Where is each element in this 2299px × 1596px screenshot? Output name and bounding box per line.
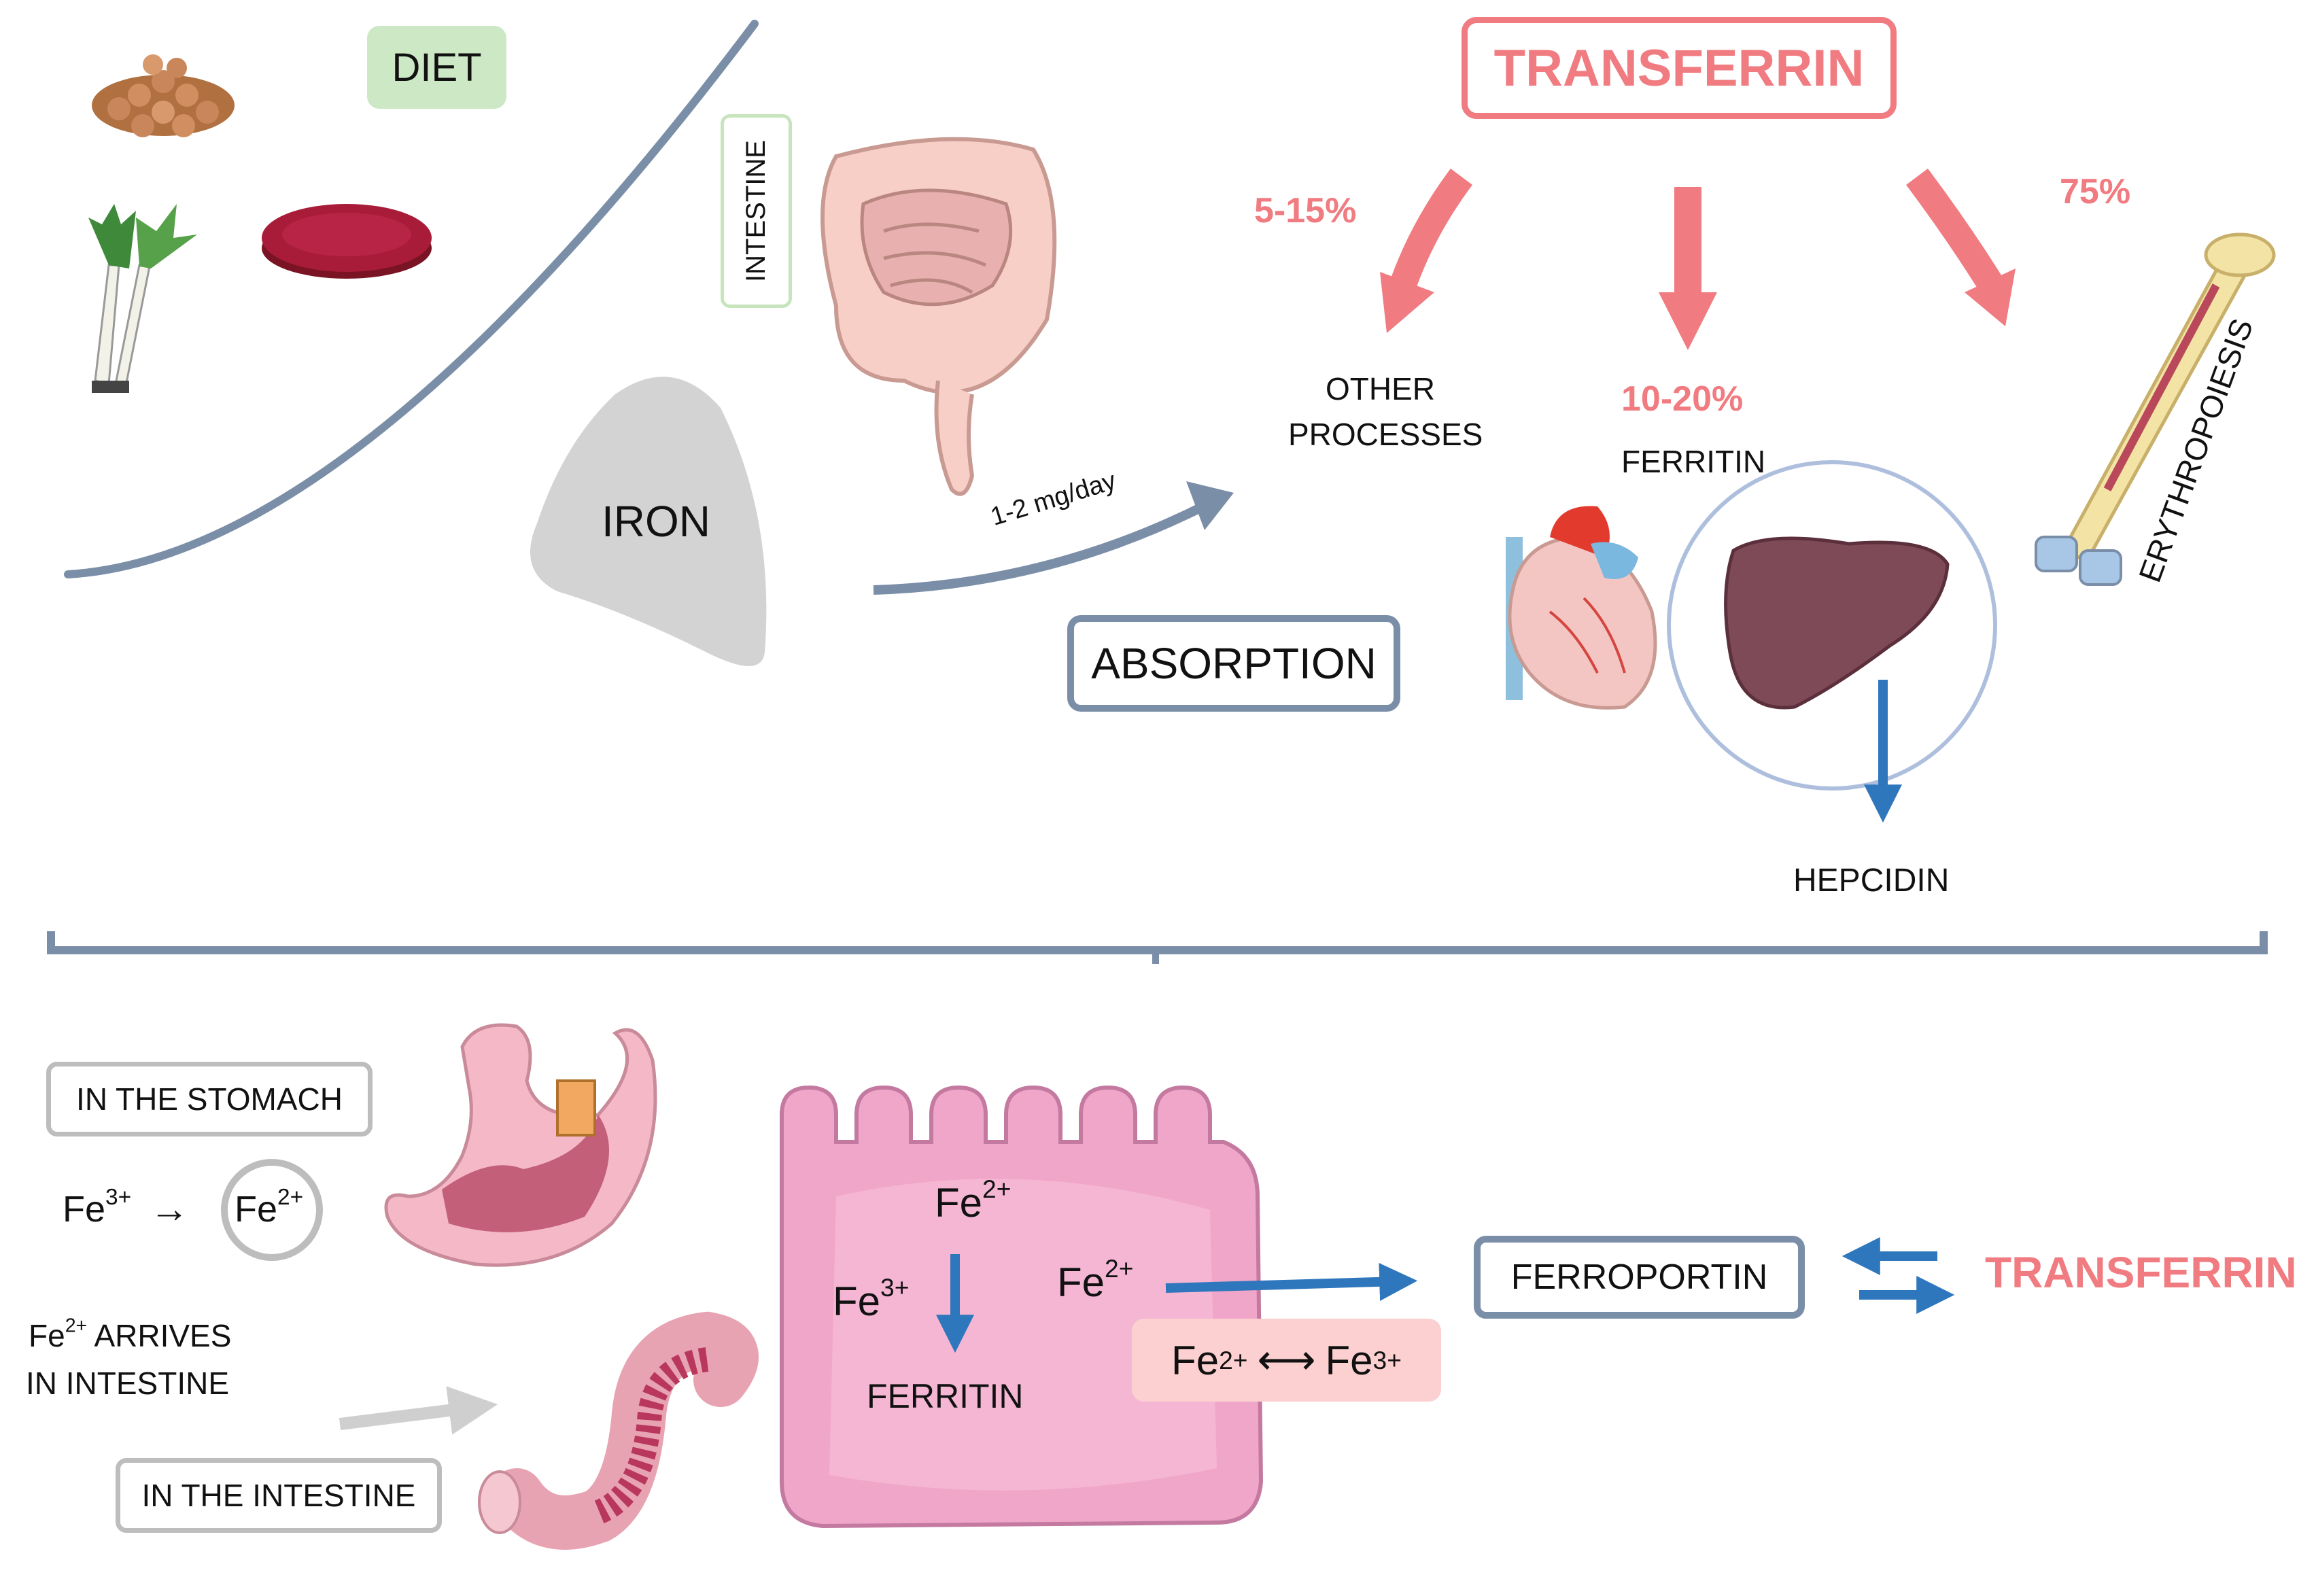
absorption-label: ABSORPTION <box>1091 639 1377 688</box>
arrow-to-other-processes <box>1387 169 1473 297</box>
enterocyte-cell <box>780 1085 1264 1529</box>
lentils-illustration <box>92 54 235 137</box>
ferritin-top-label: FERRITIN <box>1621 444 1766 479</box>
intestine-illustration <box>820 137 1057 496</box>
redox-arrow: ⟷ <box>1257 1337 1316 1383</box>
arrives-line1: Fe2+ ARRIVES <box>29 1315 232 1354</box>
cell-fe2-top-charge: 2+ <box>982 1175 1012 1204</box>
cell-fe2-top: Fe2+ <box>935 1177 1011 1226</box>
arrives-charge: 2+ <box>65 1315 88 1337</box>
arrives-rest: ARRIVES <box>94 1318 232 1353</box>
heart-illustration <box>1506 506 1657 710</box>
absorption-arrowhead <box>1186 481 1234 530</box>
absorption-box: ABSORPTION <box>1067 615 1400 712</box>
stomach-box: IN THE STOMACH <box>46 1062 373 1137</box>
leek-illustration <box>88 204 197 393</box>
ferroportin-box: FERROPORTIN <box>1474 1236 1805 1319</box>
small-intestine-illustration <box>478 1311 759 1550</box>
diet-label: DIET <box>392 45 482 90</box>
stomach-fe3-base: Fe <box>63 1189 106 1230</box>
cell-fe2-top-base: Fe <box>935 1180 983 1226</box>
liver-circle <box>1667 460 1997 791</box>
intestine-tag-label: INTESTINE <box>741 140 771 282</box>
iron-blob <box>530 377 767 666</box>
stomach-fe3: Fe3+ <box>63 1184 132 1230</box>
intestine-tag: INTESTINE <box>721 114 792 308</box>
arrives-arrow <box>339 1386 498 1435</box>
fe2-stomach-circle <box>221 1159 323 1261</box>
stomach-fe2-base: Fe <box>235 1189 278 1230</box>
cell-fe2-right: Fe2+ <box>1057 1256 1133 1306</box>
cell-ferritin-label: FERRITIN <box>867 1377 1024 1415</box>
transferrin-top-box: TRANSFERRIN <box>1462 17 1897 119</box>
cell-fe3-charge: 3+ <box>880 1273 910 1302</box>
stomach-box-label: IN THE STOMACH <box>76 1081 343 1117</box>
hepcidin-label: HEPCIDIN <box>1793 863 1950 899</box>
intestine-box-label: IN THE INTESTINE <box>141 1478 416 1513</box>
stomach-fe2-charge: 2+ <box>277 1184 304 1210</box>
liver-illustration <box>1724 536 1950 710</box>
section-bracket <box>47 931 2268 954</box>
arrives-fe: Fe <box>29 1318 65 1353</box>
stomach-fe3-charge: 3+ <box>105 1184 132 1210</box>
redox-b: Fe <box>1325 1337 1373 1383</box>
ferroportin-label: FERROPORTIN <box>1510 1257 1768 1297</box>
stomach-fe2: Fe2+ <box>235 1184 304 1230</box>
stomach-arrow: → <box>150 1187 189 1231</box>
diet-badge: DIET <box>367 26 506 109</box>
other-processes-line2: PROCESSES <box>1288 417 1483 452</box>
intestine-box: IN THE INTESTINE <box>116 1458 442 1533</box>
transferrin-top-label: TRANSFERRIN <box>1493 39 1865 97</box>
cell-fe3: Fe3+ <box>833 1275 909 1325</box>
iron-label: IRON <box>602 497 710 546</box>
other-percent: 5-15% <box>1254 191 1357 230</box>
redox-a: Fe <box>1171 1337 1220 1383</box>
erythropoiesis-percent: 75% <box>2060 172 2131 211</box>
arrow-to-erythropoiesis <box>1905 169 2003 293</box>
absorption-arrow <box>873 502 1206 595</box>
bone-illustration <box>2035 232 2276 586</box>
meat-illustration <box>262 204 432 279</box>
cell-fe3-base: Fe <box>833 1279 881 1324</box>
cell-fe2-right-charge: 2+ <box>1105 1254 1134 1283</box>
fe2-to-ferroportin-arrow <box>1165 1262 1418 1301</box>
cell-fe2-right-base: Fe <box>1057 1260 1105 1305</box>
ferritin-percent: 10-20% <box>1621 379 1744 419</box>
stomach-illustration <box>384 1023 657 1267</box>
diet-divider-curve <box>64 20 759 578</box>
other-processes-line1: OTHER <box>1326 371 1435 406</box>
transferrin-bottom-label: TRANSFERRIN <box>1985 1248 2297 1297</box>
arrives-line2: IN INTESTINE <box>26 1366 230 1401</box>
